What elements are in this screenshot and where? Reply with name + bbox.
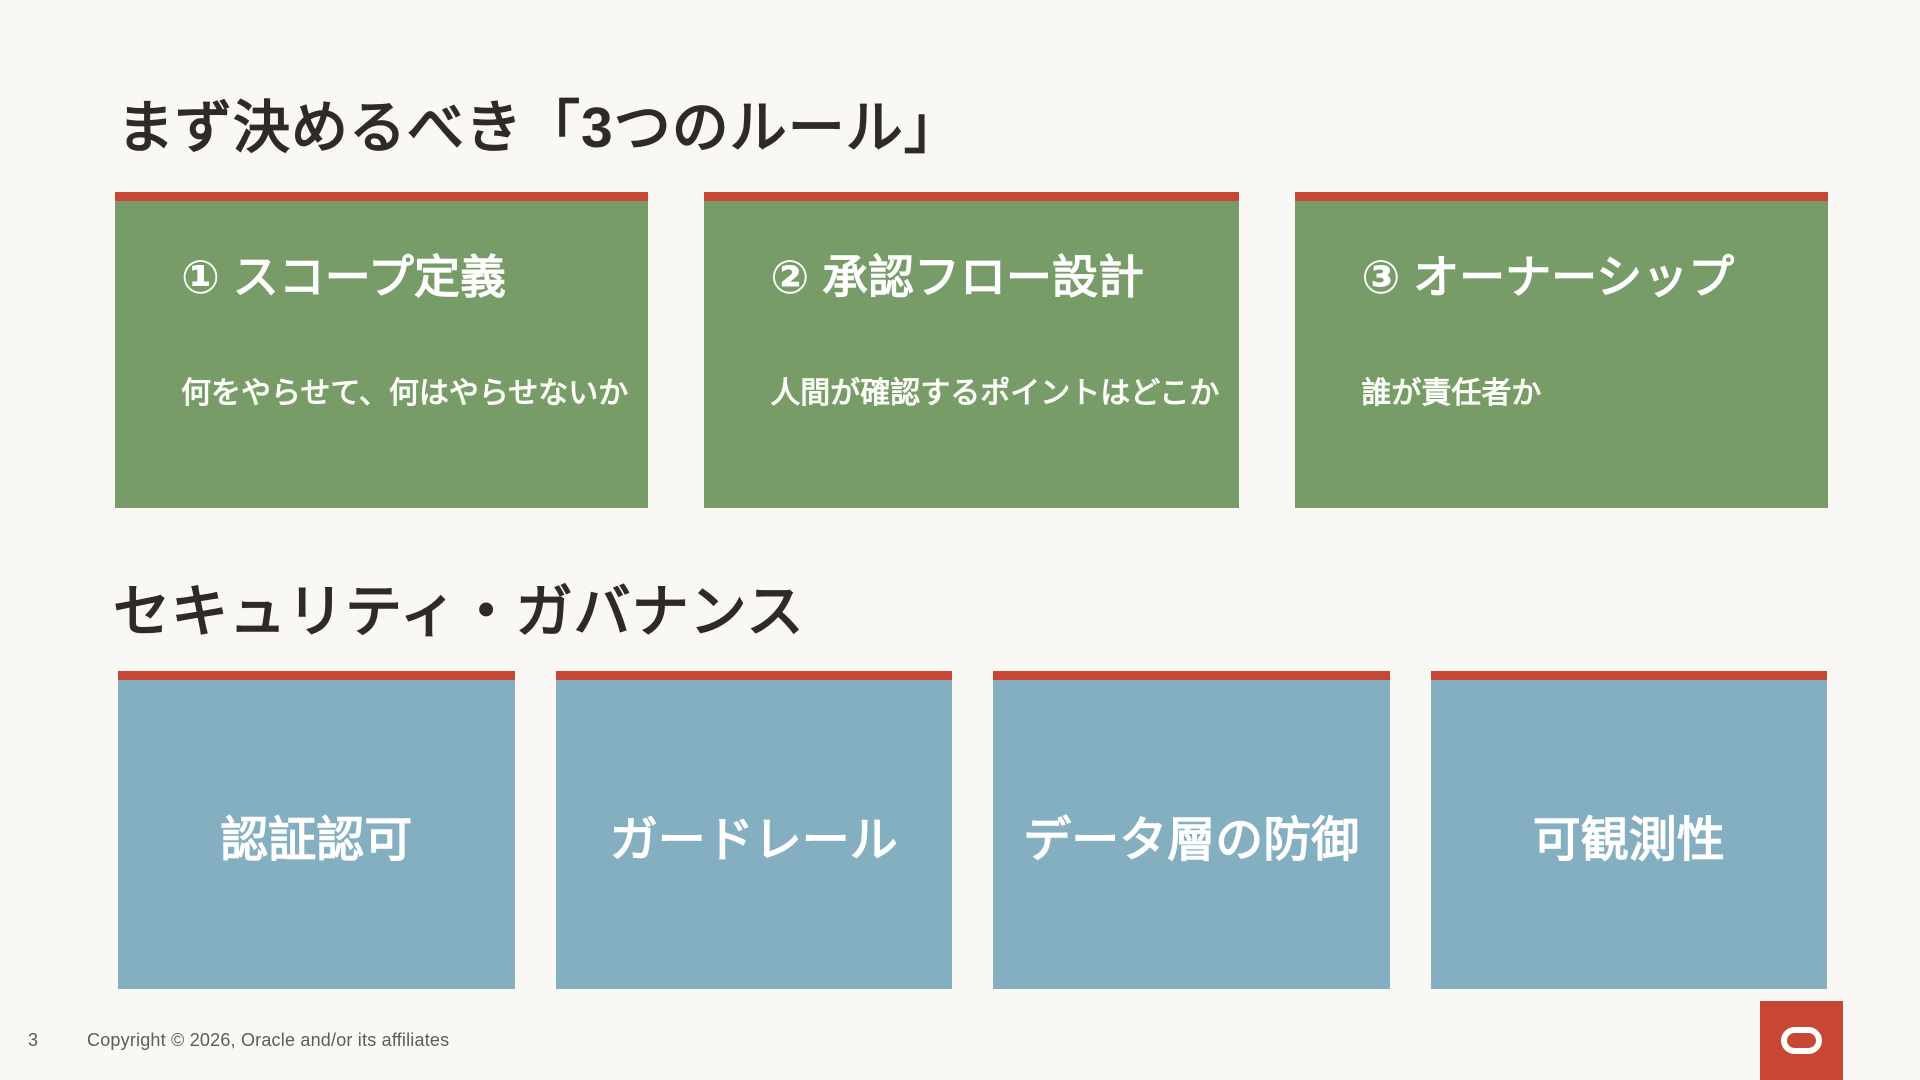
rule-card-ownership: ③ オーナーシップ 誰が責任者か [1295, 192, 1828, 508]
rule-card-subtitle: 人間が確認するポイントはどこか [770, 377, 1220, 411]
rule-card-title: ③ オーナーシップ [1361, 251, 1735, 303]
security-card-label: データ層の防御 [1023, 813, 1360, 867]
rule-card-title: ② 承認フロー設計 [770, 251, 1145, 303]
security-row: 認証認可 ガードレール データ層の防御 可観測性 [118, 671, 1827, 989]
slide-title: まず決めるべき「3つのルール」 [117, 96, 962, 160]
security-card-authn-authz: 認証認可 [118, 671, 515, 989]
oracle-ring-icon [1781, 1027, 1822, 1054]
rule-card-title: ① スコープ定義 [181, 251, 506, 303]
security-card-observability: 可観測性 [1430, 671, 1827, 989]
oracle-logo [1760, 1001, 1843, 1080]
rule-card-approval-flow: ② 承認フロー設計 人間が確認するポイントはどこか [704, 192, 1240, 508]
page-number: 3 [28, 1029, 39, 1050]
security-card-label: 可観測性 [1532, 813, 1725, 867]
copyright-text: Copyright © 2026, Oracle and/or its affi… [87, 1029, 450, 1050]
security-card-guardrails: ガードレール [555, 671, 952, 989]
rules-row: ① スコープ定義 何をやらせて、何はやらせないか ② 承認フロー設計 人間が確認… [115, 192, 1828, 508]
slide-footer: 3 Copyright © 2026, Oracle and/or its af… [0, 1022, 1920, 1058]
security-card-label: 認証認可 [220, 813, 413, 867]
section-title-security-governance: セキュリティ・ガバナンス [113, 580, 805, 644]
rule-card-scope: ① スコープ定義 何をやらせて、何はやらせないか [115, 192, 649, 508]
security-card-label: ガードレール [609, 813, 898, 867]
rule-card-subtitle: 何をやらせて、何はやらせないか [181, 377, 629, 411]
rule-card-subtitle: 誰が責任者か [1361, 377, 1542, 411]
security-card-data-layer-defense: データ層の防御 [993, 671, 1390, 989]
